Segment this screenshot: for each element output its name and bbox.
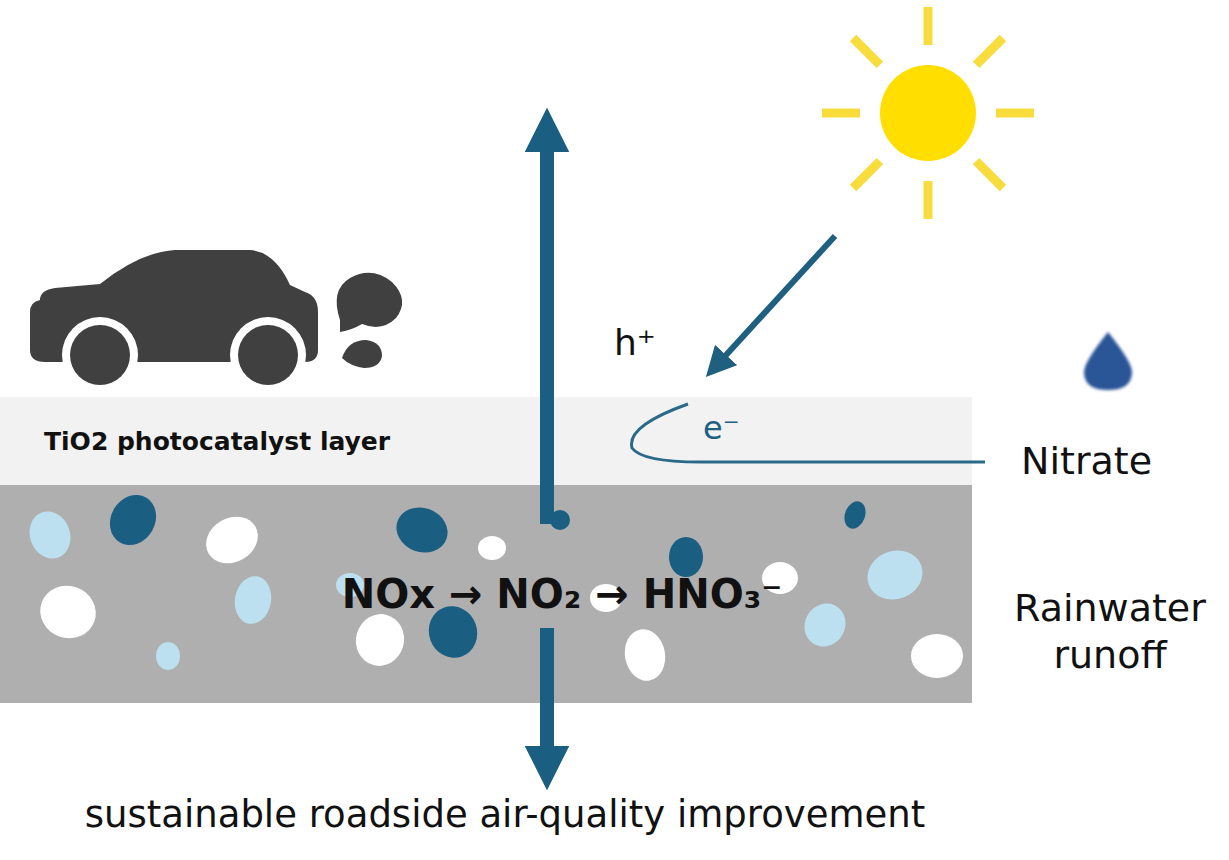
nitrate-label: Nitrate <box>1021 438 1152 486</box>
water-drop <box>1084 332 1132 390</box>
sunlight-arrow <box>716 236 835 366</box>
aggregate-stone <box>860 543 929 607</box>
sun-ray <box>924 7 933 45</box>
aggregate-stone <box>198 507 267 572</box>
sun-ray <box>996 109 1034 118</box>
aggregate-stone <box>156 642 180 670</box>
caption-text: sustainable roadside air-quality improve… <box>85 792 925 838</box>
sun-ray <box>924 181 933 219</box>
reaction-text: NOx → NO₂ → HNO₃⁻ <box>342 571 783 617</box>
electron-path <box>631 404 985 462</box>
aggregate-stone <box>911 634 963 678</box>
pavement-layer: NOx → NO₂ → HNO₃⁻ <box>0 485 972 703</box>
aggregate-stone <box>231 573 275 627</box>
aggregate-stone <box>478 536 506 560</box>
hole-symbol: h⁺ <box>614 320 656 365</box>
aggregate-stone <box>390 500 454 559</box>
sun-icon <box>822 7 1034 219</box>
layer-label: TiO2 photocatalyst layer <box>44 427 390 456</box>
aggregate-stone <box>841 498 869 531</box>
down-arrow <box>540 628 554 768</box>
runoff-label: Rainwater runoff <box>1003 585 1218 680</box>
up-arrow <box>540 130 554 524</box>
sun-ray <box>976 161 1003 188</box>
sun-ray <box>853 161 880 188</box>
sun-ray <box>822 109 860 118</box>
aggregate-stone <box>101 486 165 553</box>
sun-ray <box>976 38 1003 65</box>
aggregate-stone <box>23 506 77 565</box>
aggregate-stone <box>797 596 854 654</box>
photocatalyst-layer: TiO2 photocatalyst layer <box>0 397 972 485</box>
aggregate-stone <box>350 609 410 672</box>
sun-ray <box>853 38 880 65</box>
aggregate-stone <box>621 626 669 684</box>
car-icon <box>30 250 402 393</box>
aggregate-stone <box>33 578 103 646</box>
electron-symbol: e⁻ <box>703 408 740 448</box>
